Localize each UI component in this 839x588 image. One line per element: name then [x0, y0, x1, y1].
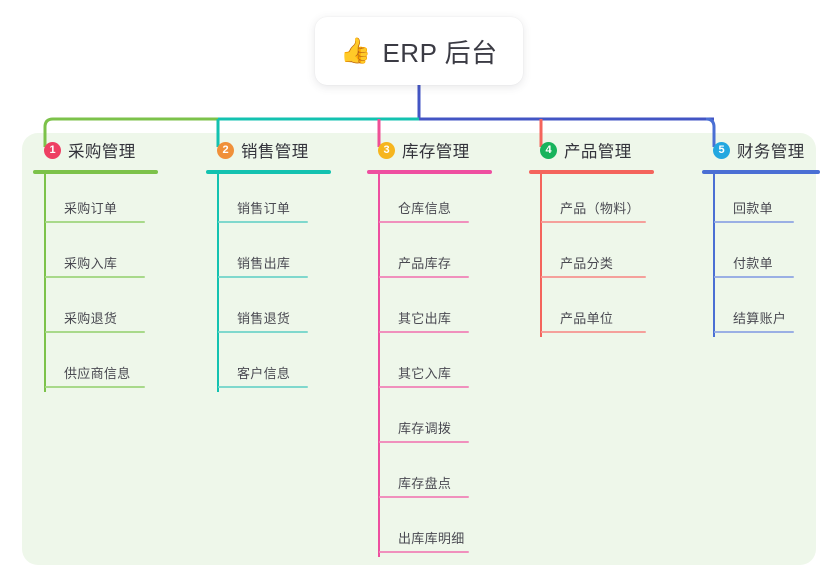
- branch-badge-2: 2: [217, 141, 234, 159]
- branch-item-label: 结算账户: [733, 311, 787, 326]
- branch-item-underline: [45, 386, 145, 388]
- branch-columns: 1 采购管理采购订单采购入库采购退货供应商信息 2 销售管理销售订单销售出库销售退货客…: [22, 133, 820, 565]
- branch-item-underline: [714, 276, 794, 278]
- branch-underline-2: [206, 170, 331, 174]
- branch-column-1[interactable]: 1 采购管理采购订单采购入库采购退货供应商信息: [33, 133, 169, 392]
- branch-item-label: 其它出库: [398, 311, 452, 326]
- branch-underline-5: [702, 170, 820, 174]
- branch-item-underline: [45, 221, 145, 223]
- branch-item-underline: [714, 331, 794, 333]
- branch-item-label: 客户信息: [237, 366, 291, 381]
- branch-underline-1: [33, 170, 158, 174]
- branch-title-1: 采购管理: [68, 143, 136, 161]
- branch-item-underline: [379, 221, 469, 223]
- branch-item-label: 仓库信息: [398, 201, 452, 216]
- branch-item-label: 产品（物料）: [560, 201, 640, 216]
- branch-item-underline: [714, 221, 794, 223]
- branch-item-underline: [379, 386, 469, 388]
- branch-title-2: 销售管理: [241, 143, 309, 161]
- branch-header-4[interactable]: 4 产品管理: [529, 133, 669, 167]
- branch-item-label: 采购订单: [64, 201, 118, 216]
- branch-item-underline: [45, 331, 145, 333]
- branch-item-label: 库存盘点: [398, 476, 452, 491]
- branch-item-underline: [541, 331, 646, 333]
- branch-badge-5: 5: [713, 141, 730, 159]
- branch-item-underline: [379, 441, 469, 443]
- branch-item-label: 供应商信息: [64, 366, 131, 381]
- branch-item-label: 出库库明细: [398, 531, 465, 546]
- branch-item-label: 付款单: [733, 256, 773, 271]
- branch-header-3[interactable]: 3 库存管理: [367, 133, 503, 167]
- branch-column-5[interactable]: 5 财务管理回款单付款单结算账户: [702, 133, 838, 337]
- branch-spine-5: [713, 174, 715, 337]
- branch-underline-4: [529, 170, 654, 174]
- branch-title-3: 库存管理: [402, 143, 470, 161]
- branch-column-3[interactable]: 3 库存管理仓库信息产品库存其它出库其它入库库存调拨库存盘点出库库明细: [367, 133, 503, 557]
- branch-item-label: 采购入库: [64, 256, 118, 271]
- branch-item-underline: [379, 331, 469, 333]
- branch-item-label: 库存调拨: [398, 421, 452, 436]
- branch-column-2[interactable]: 2 销售管理销售订单销售出库销售退货客户信息: [206, 133, 342, 392]
- branch-item-underline: [379, 276, 469, 278]
- branch-item-label: 产品分类: [560, 256, 614, 271]
- branch-column-4[interactable]: 4 产品管理产品（物料） 产品分类产品单位: [529, 133, 669, 337]
- branch-spine-4: [540, 174, 542, 337]
- branch-item-label: 销售退货: [237, 311, 291, 326]
- branch-item-underline: [541, 276, 646, 278]
- branch-item-underline: [218, 276, 308, 278]
- branch-item-label: 其它入库: [398, 366, 452, 381]
- branch-badge-3: 3: [378, 141, 395, 159]
- branch-item-underline: [379, 551, 469, 553]
- branch-item-underline: [218, 386, 308, 388]
- diagram-panel-background: [22, 133, 816, 565]
- root-title: ERP 后台: [382, 37, 498, 68]
- root-node[interactable]: 👍 ERP 后台: [315, 17, 523, 85]
- branch-item-underline: [379, 496, 469, 498]
- branch-item-label: 销售出库: [237, 256, 291, 271]
- branch-item-label: 回款单: [733, 201, 773, 216]
- branch-item-underline: [218, 331, 308, 333]
- branch-spine-3: [378, 174, 380, 557]
- branch-badge-4: 4: [540, 141, 557, 159]
- branch-item-underline: [541, 221, 646, 223]
- branch-header-2[interactable]: 2 销售管理: [206, 133, 342, 167]
- branch-item-label: 采购退货: [64, 311, 118, 326]
- branch-item-label: 销售订单: [237, 201, 291, 216]
- thumbs-up-icon: 👍: [340, 36, 372, 65]
- branch-header-1[interactable]: 1 采购管理: [33, 133, 169, 167]
- branch-title-4: 产品管理: [564, 143, 632, 161]
- branch-item-label: 产品单位: [560, 311, 614, 326]
- branch-underline-3: [367, 170, 492, 174]
- branch-header-5[interactable]: 5 财务管理: [702, 133, 838, 167]
- branch-item-underline: [45, 276, 145, 278]
- branch-title-5: 财务管理: [737, 143, 805, 161]
- branch-badge-1: 1: [44, 141, 61, 159]
- branch-spine-2: [217, 174, 219, 392]
- branch-item-underline: [218, 221, 308, 223]
- branch-item-label: 产品库存: [398, 256, 452, 271]
- branch-spine-1: [44, 174, 46, 392]
